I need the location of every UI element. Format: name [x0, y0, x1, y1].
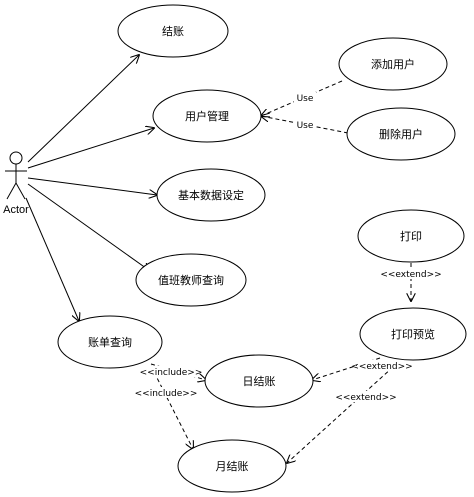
assoc-base-data [27, 177, 157, 195]
use-label-2: Use [297, 121, 314, 131]
use-case-print-preview[interactable]: 打印预览 [359, 307, 467, 361]
actor-label: Actor [3, 204, 29, 216]
extend-daily [312, 357, 381, 380]
use-case-monthly[interactable]: 月结账 [177, 439, 287, 493]
extend-label-daily: <<extend>> [351, 362, 412, 372]
extend-monthly [287, 366, 394, 463]
assoc-user-mgmt [27, 128, 154, 169]
svg-text:基本数据设定: 基本数据设定 [178, 188, 244, 202]
extend-label-print: <<extend>> [380, 270, 441, 280]
include-monthly [150, 365, 193, 449]
use-label-1: Use [297, 94, 314, 104]
use-case-print[interactable]: 打印 [357, 209, 465, 263]
svg-text:打印预览: 打印预览 [391, 327, 435, 341]
svg-text:月结账: 月结账 [216, 460, 249, 473]
svg-text:删除用户: 删除用户 [379, 127, 423, 141]
use-case-duty-query[interactable]: 值班教师查询 [135, 253, 247, 307]
use-case-daily[interactable]: 日结账 [204, 354, 314, 408]
use-case-checkout[interactable]: 结账 [117, 4, 229, 58]
svg-text:打印: 打印 [400, 229, 422, 243]
actor-figure[interactable] [5, 151, 27, 200]
use-case-add-user[interactable]: 添加用户 [338, 37, 448, 91]
svg-text:日结账: 日结账 [243, 375, 276, 388]
include-label-daily: <<include>> [140, 368, 203, 378]
use-case-delete-user[interactable]: 删除用户 [346, 107, 456, 161]
svg-text:添加用户: 添加用户 [371, 57, 415, 71]
svg-text:账单查询: 账单查询 [88, 335, 132, 349]
include-label-monthly: <<include>> [135, 389, 198, 399]
svg-text:用户管理: 用户管理 [185, 109, 229, 123]
use-case-base-data[interactable]: 基本数据设定 [156, 168, 266, 222]
svg-text:值班教师查询: 值班教师查询 [158, 273, 224, 287]
assoc-checkout [27, 55, 139, 163]
svg-text:结账: 结账 [162, 25, 184, 38]
assoc-bill-query [25, 197, 79, 321]
extend-label-monthly: <<extend>> [335, 393, 396, 403]
assoc-duty-query [27, 183, 150, 271]
use-case-user-mgmt[interactable]: 用户管理 [152, 89, 262, 143]
use-case-bill-query[interactable]: 账单查询 [57, 315, 163, 369]
